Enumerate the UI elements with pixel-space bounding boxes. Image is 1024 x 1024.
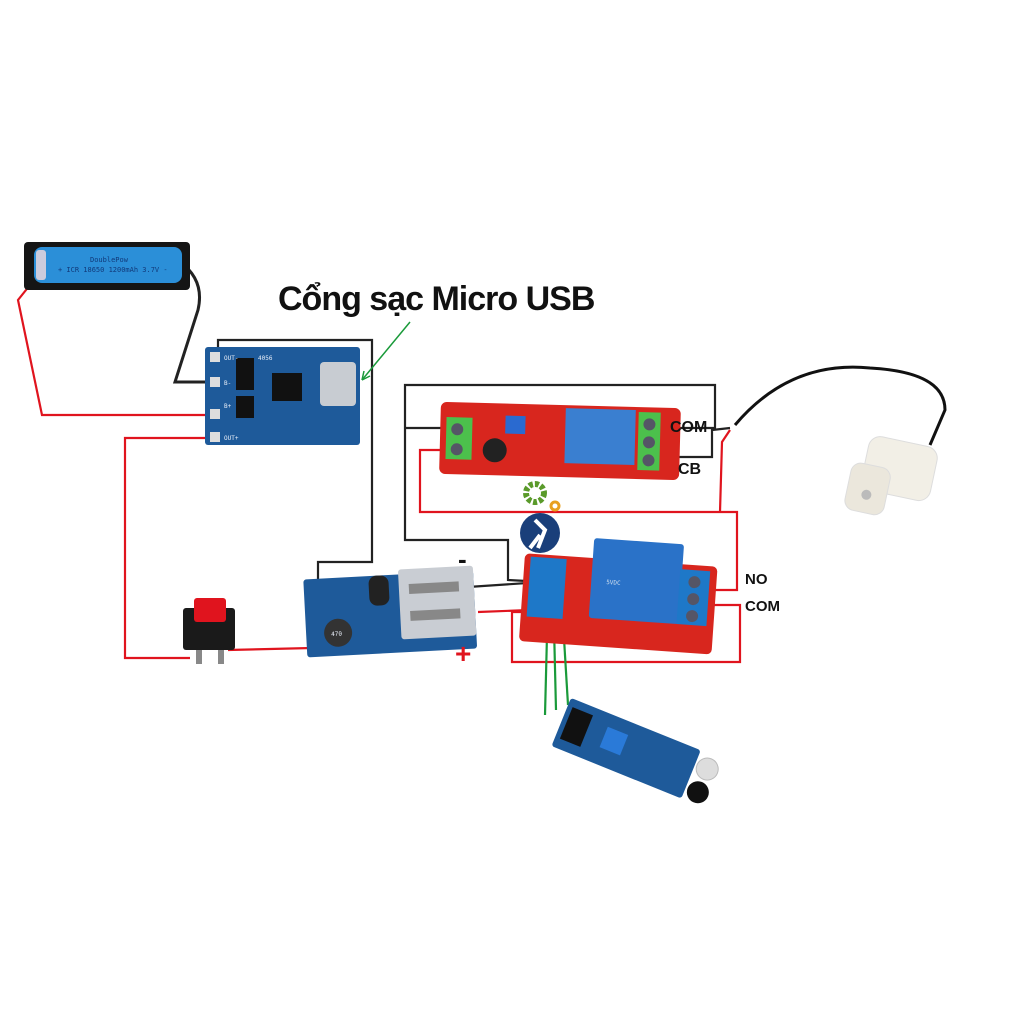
battery-spec: + ICR 18650 1200mAh 3.7V - bbox=[58, 266, 168, 274]
relay-text: 5VDC bbox=[606, 579, 621, 587]
wires bbox=[16, 260, 947, 716]
wire-battery-plus bbox=[16, 284, 215, 417]
pin-out-plus: OUT+ bbox=[224, 435, 239, 442]
water-pump bbox=[844, 436, 938, 516]
wire-com-loop bbox=[403, 383, 717, 584]
wire-pump-red bbox=[718, 429, 731, 513]
label-com-relay: COM bbox=[745, 598, 780, 615]
pin-out-minus: OUT- bbox=[224, 355, 238, 362]
booster-board: 470 bbox=[303, 565, 477, 658]
usb-c-port bbox=[320, 362, 356, 406]
battery-holder: DoublePow + ICR 18650 1200mAh 3.7V - bbox=[24, 242, 190, 290]
label-cb: CB bbox=[678, 461, 701, 478]
power-switch[interactable] bbox=[183, 598, 235, 664]
timer-relay-board bbox=[439, 402, 681, 480]
label-no: NO bbox=[745, 571, 768, 588]
chip-label: 4056 bbox=[258, 355, 273, 362]
sensor-relay-board: 5VDC bbox=[519, 538, 718, 655]
wire-relay-com bbox=[510, 603, 742, 664]
wire-switch-booster bbox=[227, 646, 313, 652]
label-minus: - bbox=[458, 544, 467, 574]
wire-cb bbox=[660, 426, 731, 459]
wire-out-minus bbox=[216, 338, 374, 585]
battery-brand: DoublePow bbox=[90, 256, 129, 264]
brand-logo bbox=[520, 481, 561, 553]
callout-arrow bbox=[361, 321, 411, 381]
wire-pump-black bbox=[733, 365, 947, 446]
pin-b-minus: B- bbox=[224, 380, 231, 387]
ir-sensor bbox=[552, 698, 719, 804]
wire-timer-red bbox=[418, 448, 739, 592]
label-com-timer: COM bbox=[670, 419, 707, 436]
usb-port-label: Cổng sạc Micro USB bbox=[278, 280, 595, 318]
inductor-label: 470 bbox=[331, 631, 343, 639]
charger-board: OUT- B- B+ OUT+ 4056 bbox=[205, 347, 360, 445]
pin-b-plus: B+ bbox=[224, 403, 232, 410]
usb-a-port bbox=[398, 565, 477, 640]
label-plus: + bbox=[455, 638, 471, 669]
wire-out-plus bbox=[123, 436, 215, 660]
